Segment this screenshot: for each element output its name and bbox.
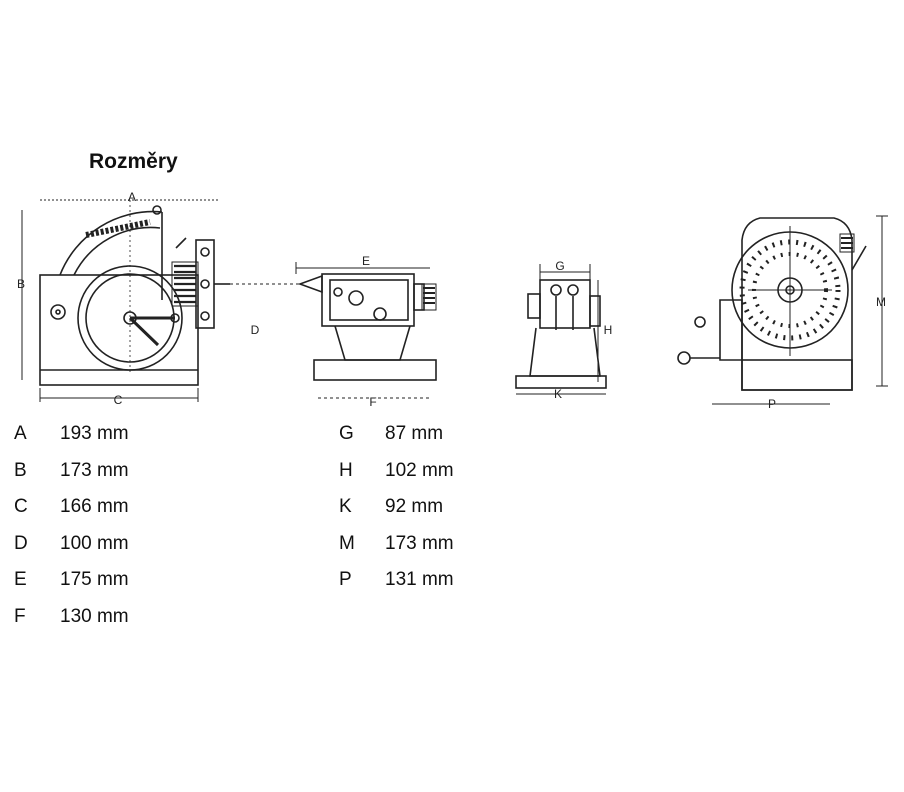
dimension-value: 166 mm bbox=[60, 496, 129, 518]
dimension-label-c: C bbox=[114, 393, 123, 407]
dimension-value: 193 mm bbox=[60, 423, 129, 444]
dimension-value: 92 mm bbox=[385, 496, 444, 518]
tailstock-view bbox=[295, 262, 437, 399]
dimension-key: C bbox=[14, 496, 28, 518]
dimension-label-m: M bbox=[876, 295, 886, 309]
dimension-label-a: A bbox=[128, 190, 136, 204]
dimension-key: H bbox=[339, 459, 353, 481]
index-plate-view bbox=[677, 215, 888, 405]
dimension-value: 131 mm bbox=[385, 569, 454, 591]
dimension-label-f: F bbox=[369, 395, 376, 409]
dimension-label-e: E bbox=[362, 254, 370, 268]
page-title: Rozměry bbox=[89, 150, 178, 173]
dimension-value: 173 mm bbox=[385, 532, 454, 554]
dimension-key: E bbox=[14, 569, 27, 591]
dimension-key: A bbox=[14, 423, 27, 444]
dimension-key: M bbox=[339, 532, 355, 554]
dimension-key: F bbox=[14, 606, 26, 627]
dimension-value: 87 mm bbox=[385, 423, 444, 444]
dimension-key: K bbox=[339, 496, 352, 518]
dimension-key: G bbox=[339, 423, 354, 444]
dimension-key: B bbox=[14, 459, 27, 481]
dimension-label-h: H bbox=[604, 323, 613, 337]
dimension-value: 130 mm bbox=[60, 606, 129, 627]
dimension-value: 175 mm bbox=[60, 569, 129, 591]
dimension-label-d: D bbox=[251, 323, 260, 337]
dimension-label-g: G bbox=[555, 259, 564, 273]
front-view bbox=[515, 264, 607, 395]
dimension-key: D bbox=[14, 532, 28, 554]
dividing-head-side-view bbox=[21, 199, 300, 402]
dimension-key: P bbox=[339, 569, 352, 591]
dimension-label-k: K bbox=[554, 387, 562, 401]
dimension-value: 100 mm bbox=[60, 532, 129, 554]
dimension-value: 173 mm bbox=[60, 459, 129, 481]
technical-drawing: A B C D E F G H K M P bbox=[17, 190, 888, 411]
dimension-label-b: B bbox=[17, 277, 25, 291]
dimension-value: 102 mm bbox=[385, 459, 454, 481]
dimension-label-p: P bbox=[768, 397, 776, 411]
